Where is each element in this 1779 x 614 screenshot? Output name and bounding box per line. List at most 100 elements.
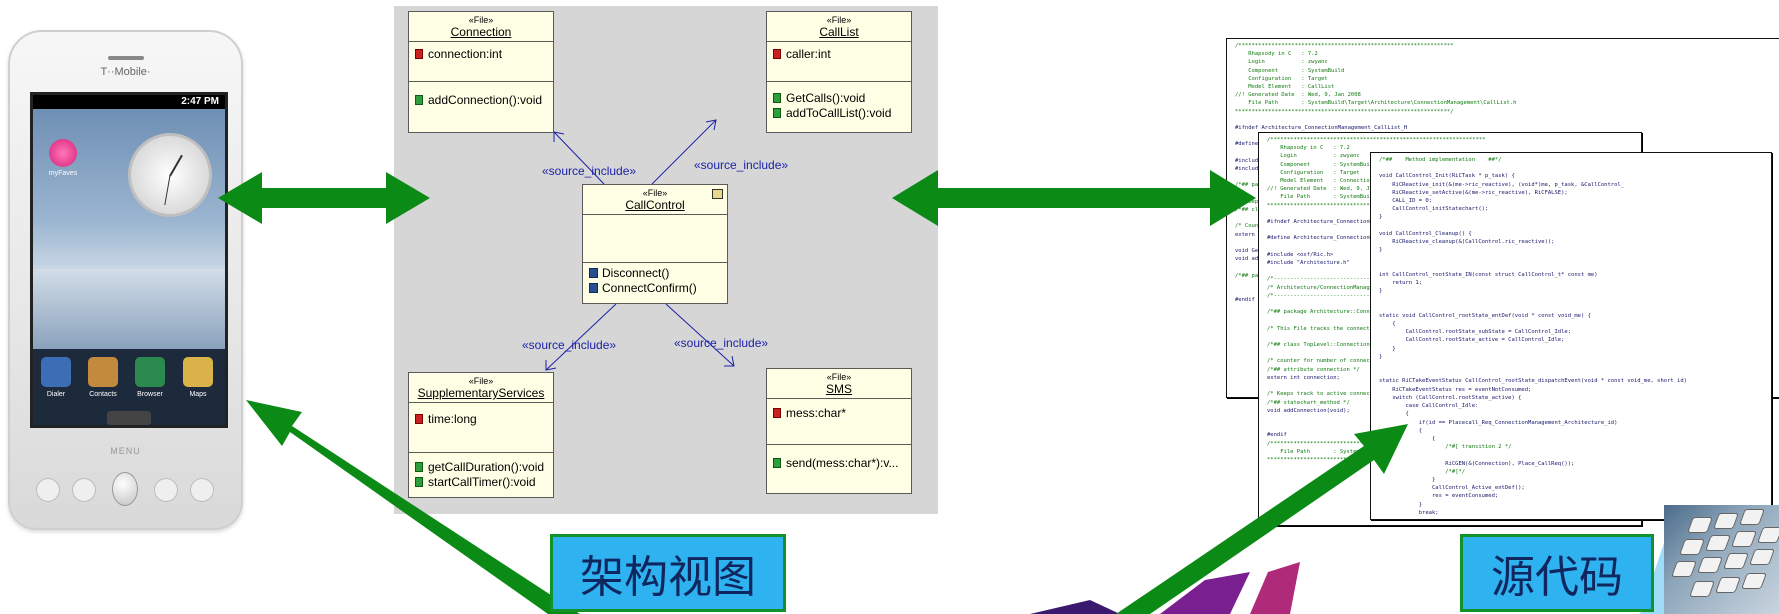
attribute-icon xyxy=(773,407,781,418)
myfaves-label: myFaves xyxy=(48,170,78,177)
operation-label: startCallTimer():void xyxy=(428,474,536,489)
operation-section: send(mess:char*):v... xyxy=(767,445,911,474)
app-label: Browser xyxy=(137,391,163,398)
code-line: /*-------------------------------------*… xyxy=(1267,276,1403,283)
code-line xyxy=(1379,295,1763,303)
attribute-icon xyxy=(415,48,423,59)
code-line: { xyxy=(1379,427,1423,434)
uml-connectors xyxy=(545,119,735,371)
operation-label: getCallDuration():void xyxy=(428,459,545,474)
code-line: switch (CallControl.rootState_active) { xyxy=(1379,394,1522,401)
back-button-icon xyxy=(154,478,178,502)
code-line: /*## statechart_method */ xyxy=(1267,399,1350,406)
attribute-section: caller:int xyxy=(767,42,911,82)
operation-icon xyxy=(773,92,781,103)
code-line: void CallControl_Cleanup() { xyxy=(1379,230,1472,237)
code-line xyxy=(1379,304,1763,312)
trackball xyxy=(112,472,138,506)
operation-icon xyxy=(415,476,423,487)
phone-screen: 2:47 PM myFaves Dialer Contacts Browser … xyxy=(30,92,228,428)
code-line: } xyxy=(1379,288,1383,295)
include-connector xyxy=(665,303,735,367)
uml-class-sms[interactable]: «File» SMS mess:char* send(mess:char*):v… xyxy=(766,368,912,494)
uml-class-header: «File» CallControl xyxy=(583,185,727,215)
code-line: Model Element : CallList xyxy=(1235,84,1335,91)
code-line: if(id == Placecall_Req_ConnectionManagem… xyxy=(1379,419,1618,426)
code-line: extern int connection; xyxy=(1267,374,1340,381)
operation-icon xyxy=(589,282,598,293)
decor-shape xyxy=(1160,572,1250,614)
uml-class-callcontrol[interactable]: «File» CallControl Disconnect() ConnectC… xyxy=(582,184,728,304)
code-line: Rhapsody in C : 7.2 xyxy=(1235,51,1318,58)
code-line: #define Architecture_ConnectionManagemen… xyxy=(1267,235,1446,242)
code-line: static RiCTakeEventStatus CallControl_ro… xyxy=(1379,378,1687,385)
code-line: case CallControl_Idle: xyxy=(1379,403,1479,410)
code-line: /*## Method implementation ##*/ xyxy=(1379,157,1502,163)
code-line: #endif xyxy=(1235,297,1255,304)
operation-section: getCallDuration():void startCallTimer():… xyxy=(409,453,553,493)
code-line: #ifndef Architecture_ConnectionManagemen… xyxy=(1267,219,1446,226)
myfaves-icon xyxy=(49,139,77,167)
operation-label: ConnectConfirm() xyxy=(602,280,697,295)
code-line: /***************************************… xyxy=(1267,137,1486,143)
code-line: #ifndef Architecture_ConnectionManagemen… xyxy=(1235,125,1408,132)
status-bar: 2:47 PM xyxy=(33,95,225,109)
statechart-icon xyxy=(712,189,723,199)
uml-class-header: «File» SupplementaryServices xyxy=(409,373,553,403)
decor-shape xyxy=(1250,562,1300,614)
keypad-image xyxy=(1664,505,1779,614)
phone-speaker xyxy=(108,56,144,60)
operation-section: GetCalls():void addToCallList():void xyxy=(767,82,911,124)
code-line: /*#]*/ xyxy=(1379,468,1466,475)
caption-source-code: 源代码 xyxy=(1460,534,1654,612)
uml-class-supplementary-services[interactable]: «File» SupplementaryServices time:long g… xyxy=(408,372,554,498)
code-line: CallControl.rootState_subState = CallCon… xyxy=(1379,329,1572,336)
code-line: ****************************************… xyxy=(1235,108,1454,115)
include-arrowhead xyxy=(724,355,735,367)
app-label: Dialer xyxy=(46,391,66,398)
code-line: Login : zwyanc xyxy=(1267,153,1360,160)
code-line: RiCReactive_setActive(&(me->ric_reactive… xyxy=(1379,189,1568,196)
include-arrowhead xyxy=(545,360,557,371)
operation-label: addToCallList():void xyxy=(786,105,892,120)
app-label: Contacts xyxy=(89,391,117,398)
stereotype-label: «File» xyxy=(468,376,494,386)
uml-class-connection[interactable]: «File» Connection connection:int addConn… xyxy=(408,11,554,133)
end-call-button-icon xyxy=(190,478,214,502)
attribute-section xyxy=(583,215,727,263)
code-line: static void CallControl_rootState_entDef… xyxy=(1379,312,1591,319)
code-line: Login : zwyanc xyxy=(1235,59,1328,66)
stereotype-label: «File» xyxy=(468,15,494,25)
code-line: RiCReactive_init(&(me->ric_reactive), (v… xyxy=(1379,181,1625,188)
class-name: CallControl xyxy=(625,198,685,212)
code-line: { xyxy=(1379,411,1409,418)
source-file-3: /*## Method implementation ##*/ void Cal… xyxy=(1370,152,1772,520)
status-time: 2:47 PM xyxy=(181,96,219,107)
operation-icon xyxy=(589,267,598,278)
attribute-section: mess:char* xyxy=(767,399,911,445)
code-line: #include <oxf/Ric.h> xyxy=(1267,251,1334,258)
attribute-section: connection:int xyxy=(409,42,553,82)
code-line xyxy=(1379,164,1763,172)
code-line xyxy=(1379,451,1763,459)
code-line: CallControl.rootState_active = CallContr… xyxy=(1379,337,1565,344)
code-line xyxy=(1379,361,1763,369)
attribute-icon xyxy=(773,48,781,59)
code-line: CALL_ID = 0; xyxy=(1379,198,1432,205)
phone-menu-label: MENU xyxy=(110,446,141,456)
attribute-label: mess:char* xyxy=(786,405,847,420)
operation-icon xyxy=(415,461,423,472)
class-name: Connection xyxy=(450,25,512,39)
operation-label: GetCalls():void xyxy=(786,90,866,105)
code-line: { xyxy=(1379,435,1436,442)
code-line xyxy=(1379,263,1763,271)
code-text: /*## Method implementation ##*/ void Cal… xyxy=(1371,153,1771,519)
code-line: } xyxy=(1379,247,1383,254)
uml-class-header: «File» Connection xyxy=(409,12,553,42)
code-line: int CallControl_rootState_IN(const struc… xyxy=(1379,271,1598,278)
relation-label: «source_include» xyxy=(674,336,769,350)
class-name: SMS xyxy=(825,382,852,396)
app-label: Maps xyxy=(189,391,207,398)
uml-class-calllist[interactable]: «File» CallList caller:int GetCalls():vo… xyxy=(766,11,912,133)
relation-label: «source_include» xyxy=(694,158,789,172)
